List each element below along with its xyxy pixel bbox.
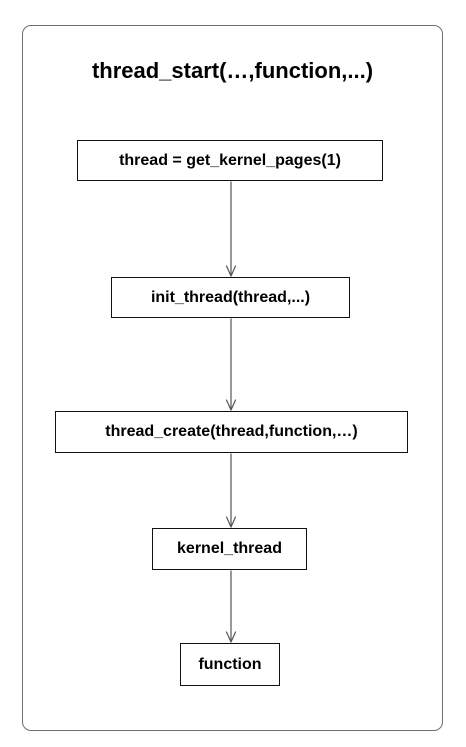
node-function: function [180,643,280,686]
node-init-thread: init_thread(thread,...) [111,277,350,318]
node-kernel-thread: kernel_thread [152,528,307,570]
diagram-title: thread_start(…,function,...) [91,58,374,83]
node-get-kernel-pages: thread = get_kernel_pages(1) [77,140,383,181]
diagram-frame [22,25,443,731]
node-thread-create: thread_create(thread,function,…) [55,411,408,453]
